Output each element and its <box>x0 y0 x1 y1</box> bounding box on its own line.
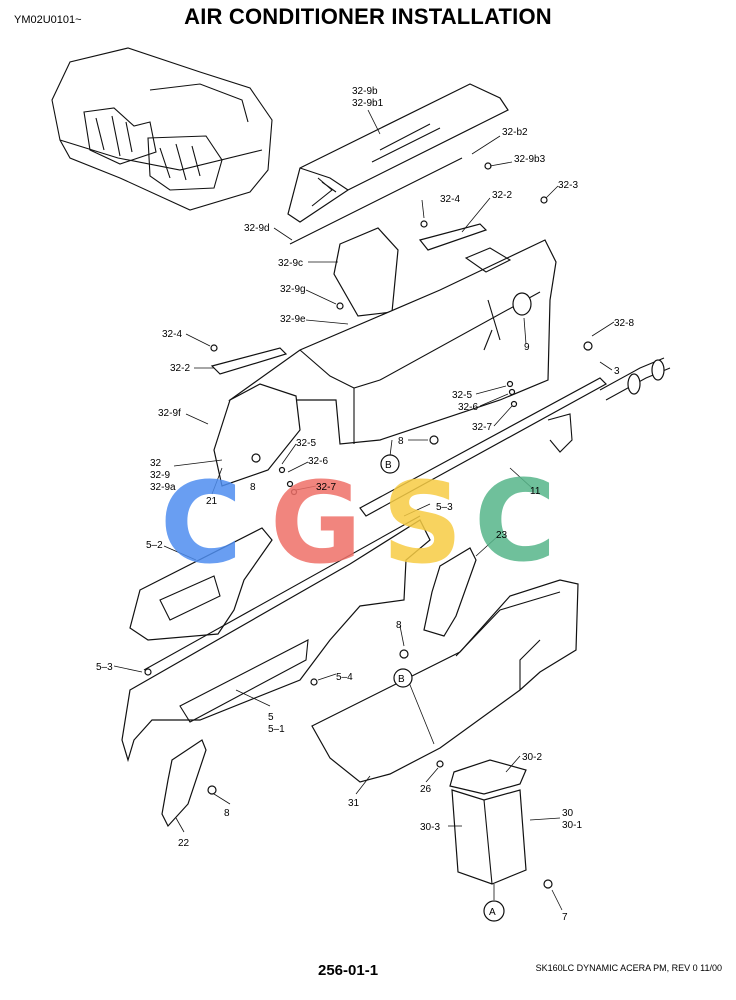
lower-bracket-22 <box>161 739 207 828</box>
seal-strip-32-9d <box>289 157 463 245</box>
machine-overview-illustration <box>51 47 273 211</box>
vent-grille-32-2-top <box>418 223 488 251</box>
part-label-8-c: 8 <box>396 620 402 631</box>
left-duct-face <box>213 383 301 487</box>
part-label-8-d: 8 <box>224 808 230 819</box>
part-label-5-1: 5–1 <box>268 724 285 735</box>
part-label-26: 26 <box>420 784 432 795</box>
part-label-5-4: 5–4 <box>336 672 353 683</box>
part-label-32-9g: 32-9g <box>280 284 306 295</box>
page-title: AIR CONDITIONER INSTALLATION <box>184 4 552 29</box>
lower-duct-31 <box>311 579 579 783</box>
side-bracket-23 <box>423 547 477 637</box>
part-label-3: 3 <box>614 366 620 377</box>
lower-duct-panel-5 <box>121 515 431 763</box>
part-label-32-5-right: 32-5 <box>452 390 472 401</box>
part-label-32-6-right: 32-6 <box>458 402 478 413</box>
part-label-31: 31 <box>348 798 360 809</box>
part-label-11: 11 <box>530 486 541 497</box>
part-label-9: 9 <box>524 342 530 353</box>
part-label-32-9b1: 32-9b1 <box>352 98 384 109</box>
part-label-32-2-top: 32-2 <box>492 190 512 201</box>
fasteners <box>144 162 593 889</box>
part-label-32-4-top: 32-4 <box>440 194 460 205</box>
part-label-8-a: 8 <box>398 436 404 447</box>
part-label-32-9c: 32-9c <box>278 258 303 269</box>
part-label-30: 30 <box>562 808 574 819</box>
part-label-32-b2: 32-b2 <box>502 127 528 138</box>
part-label-8-b: 8 <box>250 482 256 493</box>
part-label-32-9d: 32-9d <box>244 223 270 234</box>
watermark-letter-s: S <box>382 459 463 589</box>
part-label-22: 22 <box>178 838 190 849</box>
watermark: C G S C <box>160 457 556 589</box>
part-labels: 32-9b 32-9b1 32-b2 32-9b3 32-3 32-4 32-2… <box>96 86 634 923</box>
part-label-32-9f: 32-9f <box>158 408 181 419</box>
part-label-32-9: 32-9 <box>150 470 170 481</box>
vent-grille-32-2-left <box>210 347 288 375</box>
watermark-letter-c2: C <box>474 457 556 587</box>
ref-marker-a: A <box>489 907 496 918</box>
part-label-32-5-left: 32-5 <box>296 438 316 449</box>
watermark-letter-c1: C <box>160 459 242 589</box>
part-label-5-3-left: 5–3 <box>96 662 113 673</box>
part-label-7: 7 <box>562 912 568 923</box>
part-label-32-9a: 32-9a <box>150 482 176 493</box>
part-label-32-9b: 32-9b <box>352 86 378 97</box>
top-cover-panel <box>287 83 509 223</box>
part-label-32: 32 <box>150 458 162 469</box>
part-label-32-9e: 32-9e <box>280 314 306 325</box>
part-label-5: 5 <box>268 712 274 723</box>
part-label-32-3: 32-3 <box>558 180 578 191</box>
document-code: YM02U0101~ <box>14 14 82 26</box>
part-label-32-8: 32-8 <box>614 318 634 329</box>
part-label-32-4-left: 32-4 <box>162 329 182 340</box>
reference-markers: B B A <box>380 454 505 922</box>
main-duct-housing <box>228 239 557 445</box>
side-pad-32-9c <box>333 227 399 317</box>
ref-marker-b-upper: B <box>385 460 392 471</box>
part-label-5-3-right: 5–3 <box>436 502 453 513</box>
part-label-5-2: 5–2 <box>146 540 163 551</box>
part-label-32-7-left: 32-7 <box>316 482 336 493</box>
part-label-30-2: 30-2 <box>522 752 542 763</box>
part-label-32-9b3: 32-9b3 <box>514 154 546 165</box>
part-label-30-3: 30-3 <box>420 822 440 833</box>
part-label-23: 23 <box>496 530 508 541</box>
filter-box-30 <box>449 759 527 885</box>
ac-hose-3 <box>599 357 671 401</box>
model-revision: SK160LC DYNAMIC ACERA PM, REV 0 11/00 <box>535 963 722 973</box>
mounting-bracket-11 <box>359 377 607 517</box>
part-label-32-2-left: 32-2 <box>170 363 190 374</box>
page-number: 256-01-1 <box>318 962 379 979</box>
leader-lines <box>113 109 615 911</box>
part-label-30-1: 30-1 <box>562 820 582 831</box>
part-label-32-6-left: 32-6 <box>308 456 328 467</box>
ref-marker-b-lower: B <box>398 674 405 685</box>
part-label-32-7-right: 32-7 <box>472 422 492 433</box>
watermark-letter-g: G <box>270 459 362 589</box>
part-label-21: 21 <box>206 496 218 507</box>
